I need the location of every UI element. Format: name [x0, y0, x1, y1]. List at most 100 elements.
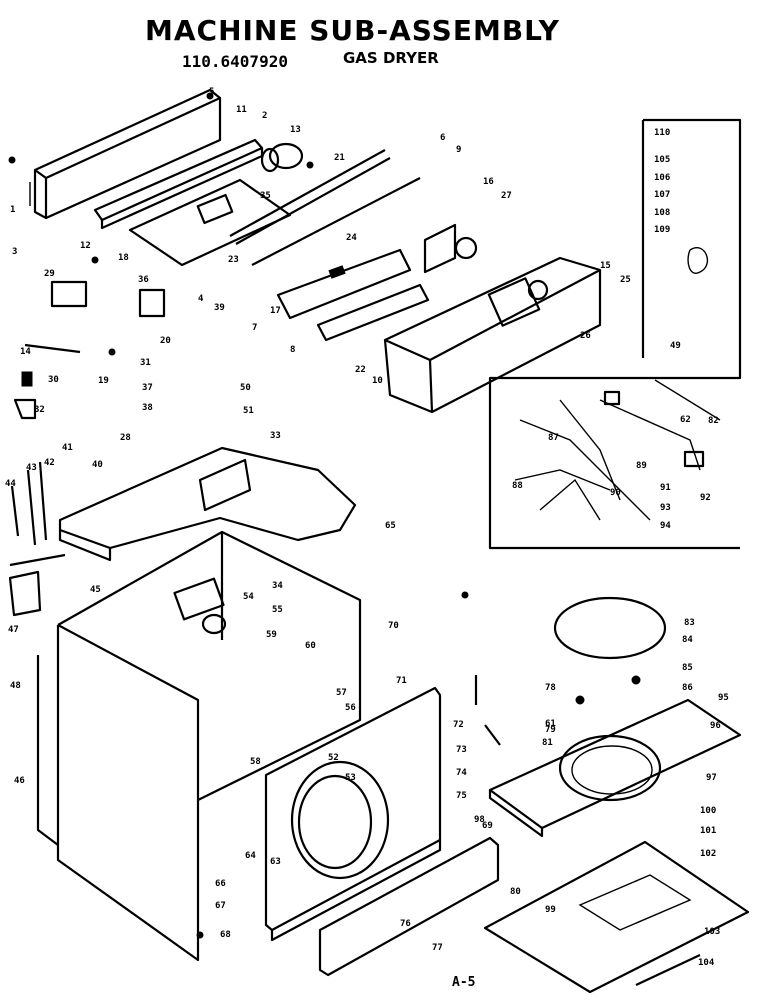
callout: 56 [345, 703, 356, 713]
callout: 82 [708, 416, 719, 426]
callout: 51 [243, 406, 254, 416]
callout: 110 [654, 128, 670, 138]
callout: 33 [270, 431, 281, 441]
callout: 42 [44, 458, 55, 468]
callout: 64 [245, 851, 256, 861]
callout: 10 [372, 376, 383, 386]
side-strips [8, 461, 66, 617]
callout: 1 [10, 205, 15, 215]
callout: 46 [14, 776, 25, 786]
callout: 52 [328, 753, 339, 763]
callout: 69 [482, 821, 493, 831]
callout: 4 [198, 294, 204, 304]
front-panel [264, 686, 442, 942]
callout: 50 [240, 383, 251, 393]
callout: 45 [90, 585, 101, 595]
top-panel [58, 446, 357, 562]
callout: 72 [453, 720, 464, 730]
callout: 68 [220, 930, 231, 940]
callout: 70 [388, 621, 399, 631]
callout: 91 [660, 483, 671, 493]
callout: 54 [243, 592, 254, 602]
callout: 76 [400, 919, 411, 929]
model-number: 110.6407920 [182, 52, 288, 71]
callout: 18 [118, 253, 129, 263]
callout: 60 [305, 641, 316, 651]
callout: 48 [10, 681, 21, 691]
callout: 86 [682, 683, 693, 693]
callout: 6 [440, 133, 445, 143]
callout: 65 [385, 521, 396, 531]
callout: 84 [682, 635, 693, 645]
base-plate [483, 840, 750, 994]
callout: 99 [545, 905, 556, 915]
callout: 75 [456, 791, 467, 801]
callout: 67 [215, 901, 226, 911]
callout: 106 [654, 173, 670, 183]
callout: 24 [346, 233, 357, 243]
callout: 90 [610, 488, 621, 498]
callout: 5 [209, 87, 214, 97]
callout: 71 [396, 676, 407, 686]
callout: 78 [545, 683, 556, 693]
callout: 101 [700, 826, 716, 836]
callout: 35 [260, 191, 271, 201]
callout: 95 [718, 693, 729, 703]
callout: 81 [542, 738, 553, 748]
diagram-title: MACHINE SUB-ASSEMBLY [145, 14, 560, 47]
callout: 102 [700, 849, 716, 859]
callout: 108 [654, 208, 670, 218]
callout: 7 [252, 323, 257, 333]
callout: 39 [214, 303, 225, 313]
callout: 3 [12, 247, 17, 257]
blower-housing [173, 577, 227, 635]
callout: 17 [270, 306, 281, 316]
callout: 29 [44, 269, 55, 279]
callout: 21 [334, 153, 345, 163]
callout: 27 [501, 191, 512, 201]
callout: 96 [710, 721, 721, 731]
callout: 44 [5, 479, 16, 489]
callout: 109 [654, 225, 670, 235]
product-name: GAS DRYER [343, 49, 439, 67]
callout: 19 [98, 376, 109, 386]
callout: 12 [80, 241, 91, 251]
callout: 97 [706, 773, 717, 783]
callout: 16 [483, 177, 494, 187]
callout: 47 [8, 625, 19, 635]
callout: 57 [336, 688, 347, 698]
callout: 73 [456, 745, 467, 755]
callout: 23 [228, 255, 239, 265]
small-parts-left [13, 280, 166, 420]
control-channel [93, 138, 264, 230]
callout: 8 [290, 345, 295, 355]
callout: 13 [290, 125, 301, 135]
fasteners [8, 92, 641, 939]
timer-motor [260, 142, 304, 173]
callout: 63 [270, 857, 281, 867]
wiring-harness-panel [488, 118, 742, 550]
callout: 62 [680, 415, 691, 425]
callout: 66 [215, 879, 226, 889]
support-rods [229, 149, 421, 266]
callout: 30 [48, 375, 59, 385]
callout: 85 [682, 663, 693, 673]
rear-top-bracket [29, 88, 222, 220]
callout: 53 [345, 773, 356, 783]
callout: 20 [160, 336, 171, 346]
callout: 22 [355, 365, 366, 375]
callout: 98 [474, 815, 485, 825]
callout: 83 [684, 618, 695, 628]
callout: 103 [704, 927, 720, 937]
callout-labels: 1 2 3 4 5 6 7 8 9 10 11 12 13 14 15 16 1… [5, 87, 729, 968]
callout: 79 [545, 725, 556, 735]
callout: 49 [670, 341, 681, 351]
callout: 58 [250, 757, 261, 767]
callout: 25 [620, 275, 631, 285]
callout: 36 [138, 275, 149, 285]
callout: 32 [34, 405, 45, 415]
callout: 55 [272, 605, 283, 615]
callout: 100 [700, 806, 716, 816]
cabinet [36, 530, 362, 962]
